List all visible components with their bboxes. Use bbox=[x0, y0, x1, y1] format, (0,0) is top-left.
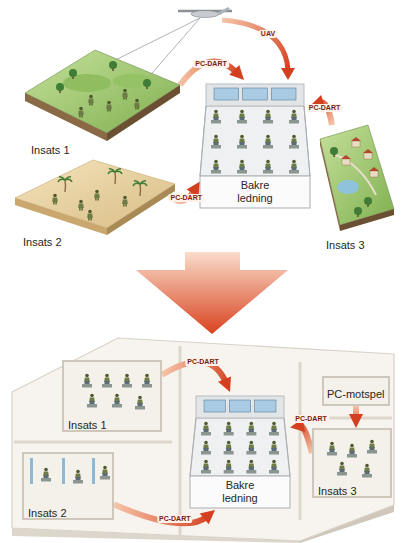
terrain-tile: Insats 1 bbox=[25, 45, 180, 159]
node-label: Insats 2 bbox=[23, 236, 62, 249]
arrow-label: UAV bbox=[259, 30, 277, 38]
node-label: PC-motspel bbox=[327, 388, 384, 401]
room: Insats 1 bbox=[62, 360, 162, 434]
terrain-tile: Insats 2 bbox=[15, 158, 175, 251]
node-label: Bakre ledning bbox=[210, 479, 270, 505]
terrain-tile-shape bbox=[25, 45, 180, 159]
node-label: Insats 1 bbox=[68, 419, 107, 432]
flow-arrow bbox=[300, 426, 312, 453]
terrain-tile: Insats 3 bbox=[316, 125, 396, 254]
node-label: Insats 1 bbox=[31, 144, 70, 157]
edge-label: PC-DART bbox=[157, 515, 193, 523]
edge-label: PC-DART bbox=[185, 358, 221, 366]
floor-plan bbox=[12, 338, 394, 543]
node-label: Insats 3 bbox=[326, 239, 365, 252]
edge-label: PC-DART bbox=[293, 415, 329, 423]
terrain-tile-shape bbox=[316, 125, 396, 254]
room: Insats 2 bbox=[22, 452, 114, 522]
building: Bakre ledning bbox=[190, 392, 290, 510]
edge-label: PC-DART bbox=[307, 104, 343, 112]
node-label: Insats 2 bbox=[28, 507, 67, 520]
uav-drone bbox=[178, 7, 232, 18]
room: Insats 3 bbox=[312, 428, 392, 500]
flow-arrow bbox=[353, 406, 359, 418]
room: PC-motspel bbox=[322, 376, 390, 406]
transition-arrow bbox=[136, 252, 288, 334]
building: Bakre ledning bbox=[200, 80, 310, 210]
edge-label: PC-DART bbox=[193, 60, 229, 68]
node-label: Insats 3 bbox=[318, 485, 357, 498]
edge-label: PC-DART bbox=[169, 194, 205, 202]
node-label: Bakre ledning bbox=[225, 179, 285, 205]
